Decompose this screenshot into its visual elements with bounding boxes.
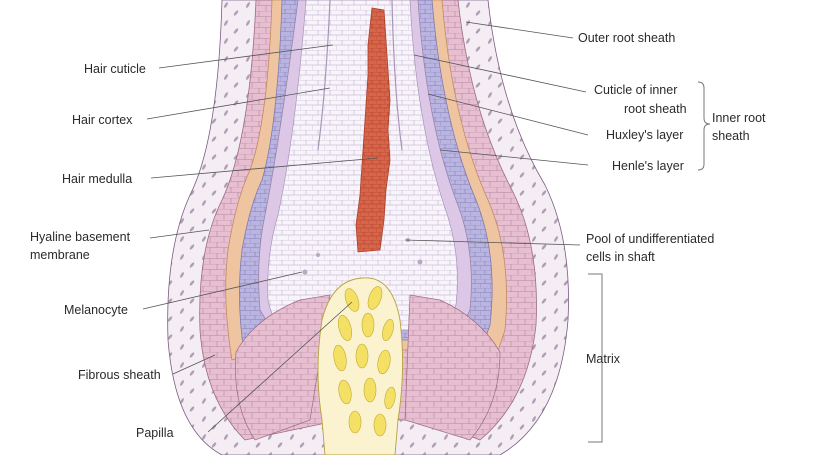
label-hair-cuticle: Hair cuticle (84, 62, 146, 76)
label-hyaline-basement-1: Hyaline basement (30, 230, 131, 244)
label-hair-cortex: Hair cortex (72, 113, 133, 127)
label-hair-medulla: Hair medulla (62, 172, 132, 186)
label-hyaline-basement-2: membrane (30, 248, 90, 262)
label-fibrous-sheath: Fibrous sheath (78, 368, 161, 382)
label-cuticle-inner-root-sheath-2: root sheath (624, 102, 687, 116)
label-melanocyte: Melanocyte (64, 303, 128, 317)
inner-root-sheath-bracket (698, 82, 710, 170)
label-pool-of-cells-2: cells in shaft (586, 250, 655, 264)
label-matrix: Matrix (586, 352, 621, 366)
label-outer-root-sheath: Outer root sheath (578, 31, 675, 45)
label-papilla: Papilla (136, 426, 174, 440)
label-cuticle-inner-root-sheath-1: Cuticle of inner (594, 83, 677, 97)
label-inner-root-sheath-1: Inner root (712, 111, 766, 125)
label-pool-of-cells-1: Pool of undifferentiated (586, 232, 714, 246)
label-inner-root-sheath-2: sheath (712, 129, 750, 143)
label-henles-layer: Henle's layer (612, 159, 684, 173)
label-huxleys-layer: Huxley's layer (606, 128, 683, 142)
